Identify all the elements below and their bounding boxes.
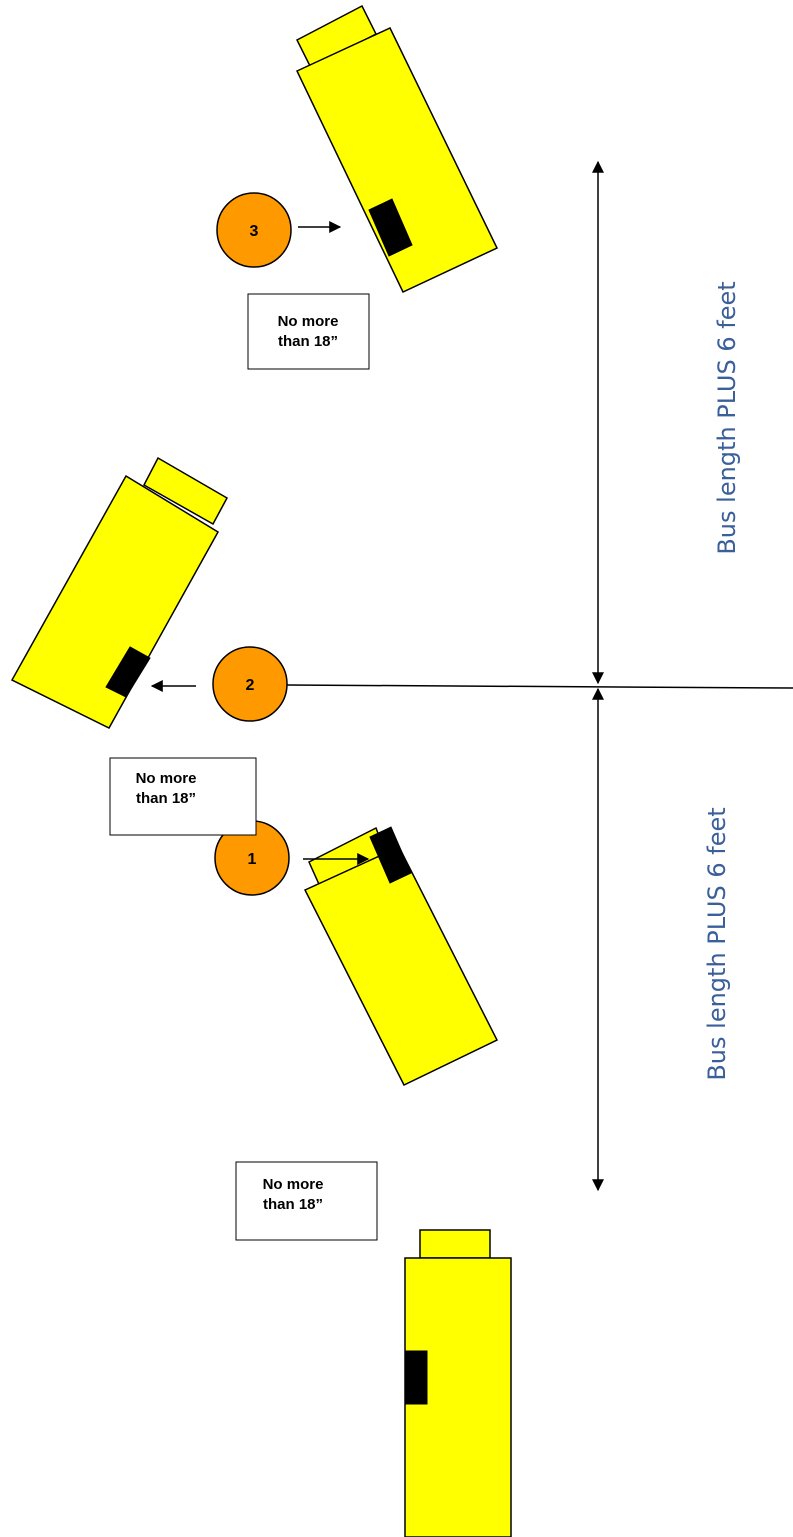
bus-1-body [303, 846, 499, 1086]
stop-number-1: 1 [248, 851, 257, 868]
stop-marker-3: 3 [216, 192, 292, 268]
stop-line [286, 684, 793, 689]
bus-3 [295, 4, 499, 293]
stop-marker-2: 2 [212, 646, 288, 722]
note-2-line1: No more [136, 770, 197, 787]
bus-3-body [295, 27, 499, 293]
note-1-line1: No more [263, 1176, 324, 1193]
note-box-2: No more than 18” [109, 757, 257, 836]
bus-1 [303, 826, 499, 1086]
note-3-line1: No more [278, 313, 339, 330]
bus-waiting [404, 1229, 512, 1537]
note-2-line2: than 18” [136, 790, 196, 807]
note-1-line2: than 18” [263, 1196, 323, 1213]
bus-waiting-door [404, 1350, 428, 1405]
dimension-label-lower: Bus length PLUS 6 feet [703, 807, 731, 1080]
bus-waiting-hood [419, 1229, 491, 1259]
bus-1-door [369, 826, 412, 884]
bus-3-door [368, 198, 413, 257]
dimension-label-upper: Bus length PLUS 6 feet [713, 281, 741, 554]
bus-2-body [10, 474, 220, 729]
note-box-3: No more than 18” [247, 293, 370, 370]
bus-2-door [105, 646, 151, 698]
stop-number-3: 3 [250, 223, 259, 240]
stop-number-2: 2 [246, 677, 255, 694]
bus-2-hood [143, 456, 229, 526]
note-3-line2: than 18” [278, 333, 338, 350]
bus-2 [10, 456, 229, 729]
note-box-1: No more than 18” [235, 1161, 378, 1241]
